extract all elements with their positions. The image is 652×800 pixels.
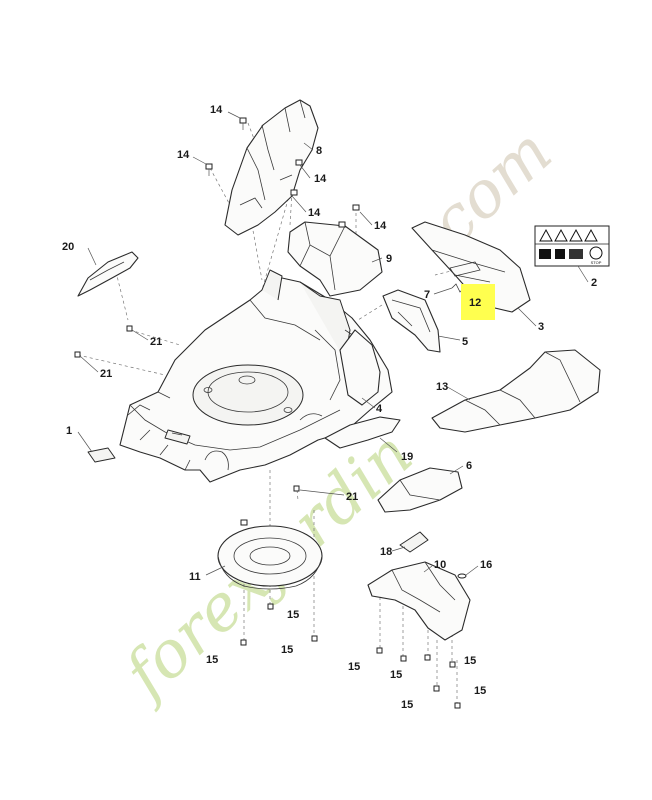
label-18: 18 [380,546,392,558]
part-6-front-guard [377,467,463,513]
label-20: 20 [62,241,74,253]
screw-icon [240,639,247,646]
label-13: 13 [436,381,448,393]
label-15: 15 [287,609,299,621]
screw-icon [433,685,440,692]
label-7: 7 [424,289,430,301]
label-21: 21 [346,491,358,503]
label-8: 8 [316,145,322,157]
label-3: 3 [538,321,544,333]
screw-icon [424,654,431,661]
screw-icon [74,351,81,358]
label-15: 15 [348,661,360,673]
label-21: 21 [150,336,162,348]
label-2: 2 [591,277,597,289]
part-11-blade-cup [217,525,323,590]
screw-icon [352,204,360,211]
screw-icon [311,635,318,642]
label-4: 4 [376,403,383,415]
screw-icon [454,702,461,709]
label-12: 12 [469,297,481,309]
blade-icon [569,249,583,259]
part-10-axle-bracket [367,561,471,641]
label-15: 15 [474,685,486,697]
label-19: 19 [401,451,413,463]
screw-icon [240,519,248,526]
part-13-grass-chute [431,349,601,433]
label-15: 15 [281,644,293,656]
part-20-rear-deflector [77,251,139,297]
part-9-rear-latch [287,221,383,297]
label-15: 15 [390,669,402,681]
part-8-handle-bracket [224,99,319,236]
label-11: 11 [189,571,201,583]
screw-icon [205,163,213,176]
screw-icon [376,647,383,654]
label-10: 10 [434,559,446,571]
label-14: 14 [314,173,327,185]
part-12-highlight-box [461,284,495,320]
hand-icon [555,249,565,259]
label-15: 15 [401,699,413,711]
warning-triangle-icon [539,228,553,242]
warning-triangle-icon [584,228,598,242]
label-21: 21 [100,368,112,380]
part-2-warning-decal: STOP [534,225,610,267]
part-16-bolt [457,573,467,579]
label-15: 15 [206,654,218,666]
stop-text: STOP [591,260,602,265]
part-12-pin [449,261,481,277]
leader-lines [77,111,589,576]
stop-icon [589,246,603,260]
label-6: 6 [466,460,472,472]
screw-icon [126,325,133,332]
part-4-side-cover [339,329,381,406]
label-14: 14 [177,149,190,161]
label-9: 9 [386,253,392,265]
screw-icon [400,655,407,662]
label-15: 15 [464,655,476,667]
alignment-lines [77,122,458,705]
part-1-label-plate [87,447,116,463]
manual-icon [539,249,551,259]
part-19-front-bumper [324,416,401,449]
screw-icon [295,159,303,166]
screws [74,117,461,709]
screw-icon [449,661,456,668]
label-14: 14 [374,220,387,232]
part-18-clip [399,531,429,553]
part-numbers: 14 8 14 14 14 14 9 2 3 7 12 5 4 13 20 21… [62,104,597,711]
warning-triangle-icon [569,228,583,242]
label-1: 1 [66,425,72,437]
label-14: 14 [308,207,321,219]
screw-icon [338,221,346,228]
screw-icon [290,189,298,196]
screw-icon [293,485,300,492]
label-16: 16 [480,559,492,571]
screw-icon [239,117,247,130]
part-5-side-flap [382,289,441,353]
part-3-rear-flap [411,221,531,313]
label-14: 14 [210,104,223,116]
warning-triangle-icon [554,228,568,242]
screw-icon [267,603,274,610]
label-5: 5 [462,336,468,348]
